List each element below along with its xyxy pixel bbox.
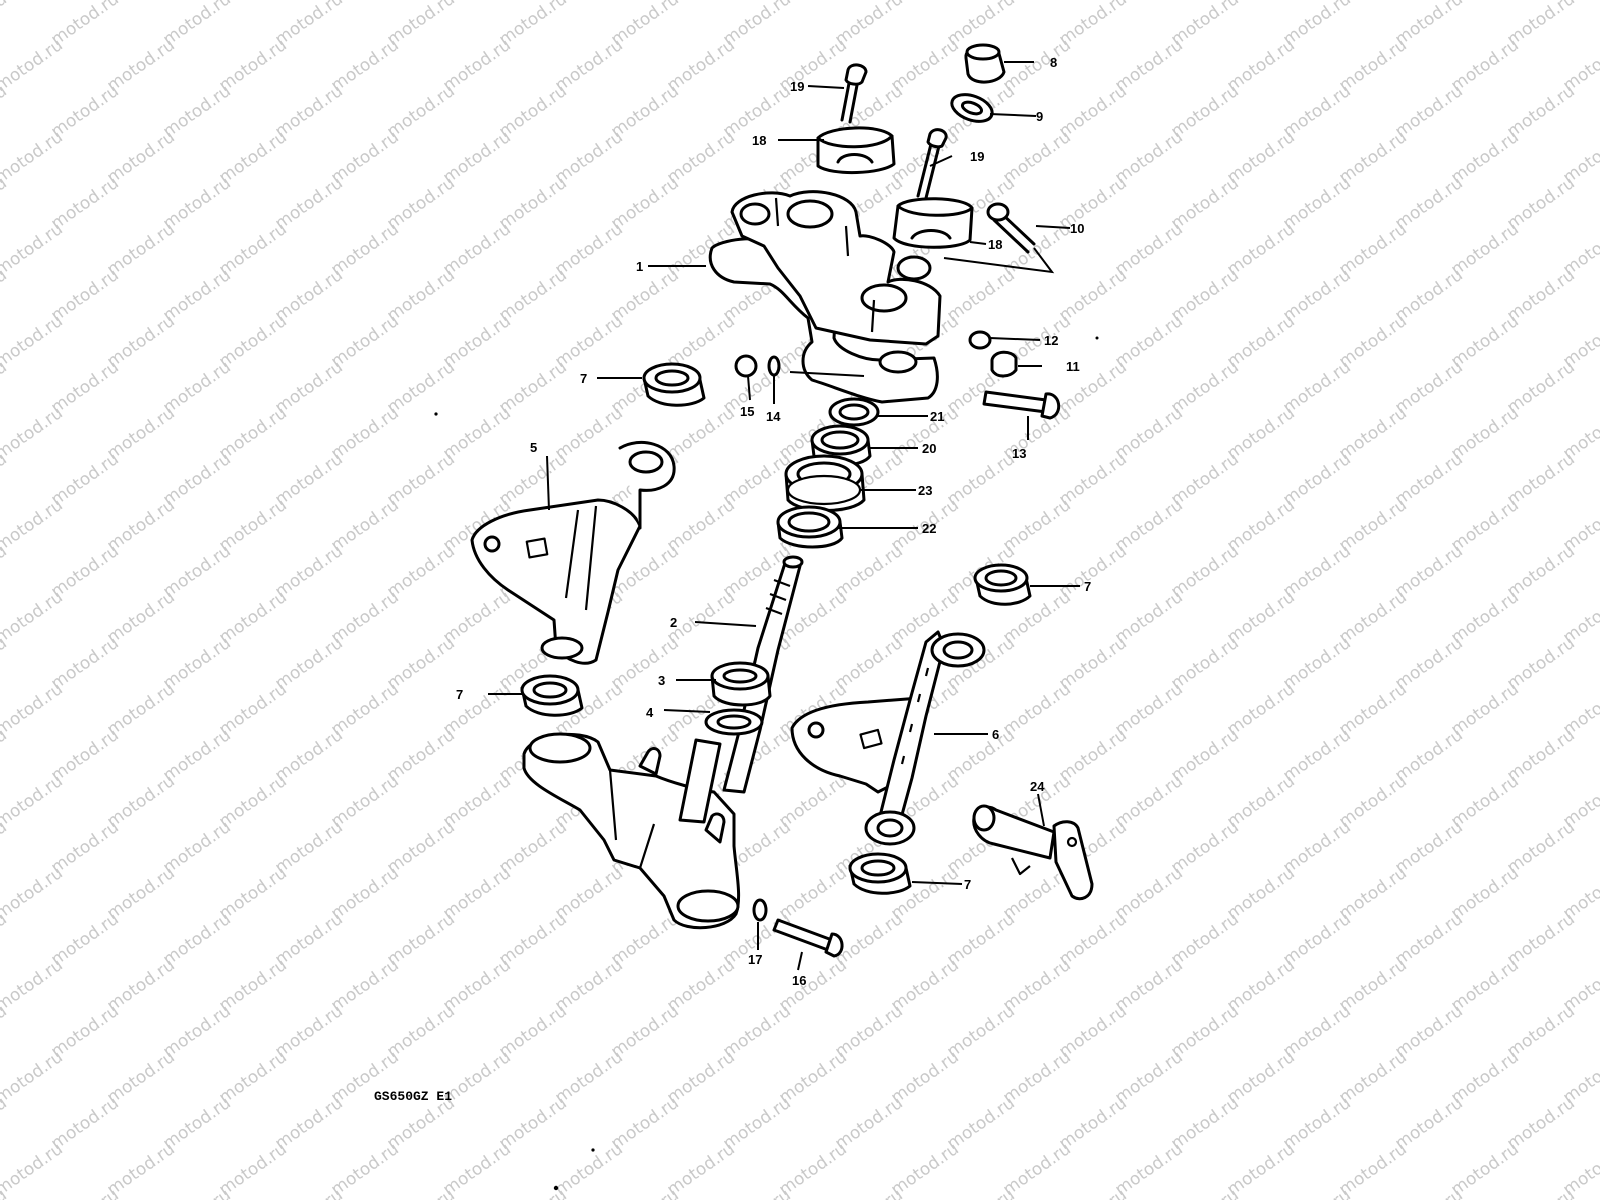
callout-6: 6 bbox=[992, 727, 999, 742]
watermark-text: motod.ru bbox=[495, 1185, 570, 1200]
part-19-bolt-right bbox=[916, 128, 948, 200]
watermark-text: motod.ru bbox=[0, 771, 67, 832]
part-22-seal bbox=[776, 505, 844, 549]
part-6-bracket-right bbox=[790, 630, 986, 846]
callout-1: 1 bbox=[636, 259, 643, 274]
part-7-grommet-c bbox=[520, 674, 584, 717]
watermark-text: motod.ru bbox=[1055, 1185, 1130, 1200]
part-7-grommet-a bbox=[642, 362, 706, 407]
watermark-text: motod.ru bbox=[1167, 1185, 1242, 1200]
watermark-text: motod.ru bbox=[831, 1185, 906, 1200]
callout-17: 17 bbox=[748, 952, 762, 967]
part-18-clamp-right bbox=[892, 197, 974, 249]
watermark-text: motod.ru bbox=[0, 955, 67, 1016]
part-13-bolt bbox=[982, 390, 1061, 420]
part-7-grommet-b bbox=[973, 563, 1032, 606]
part-8-cap-nut bbox=[964, 43, 1006, 84]
watermark-text: motod.ru bbox=[0, 495, 67, 556]
watermark-text: motod.ru bbox=[0, 587, 67, 648]
part-21-ring bbox=[828, 397, 880, 427]
part-7-grommet-d bbox=[848, 852, 912, 895]
part-17-washer bbox=[752, 898, 768, 922]
part-lower-bracket bbox=[522, 732, 741, 930]
part-3-dust-seal bbox=[710, 661, 772, 707]
callout-7c: 7 bbox=[456, 687, 463, 702]
watermark-text: motod.ru bbox=[1391, 1185, 1466, 1200]
callout-14: 14 bbox=[766, 409, 781, 424]
watermark-text: motod.ru bbox=[0, 679, 67, 740]
callout-labels: 1 2 3 4 5 6 7 7 7 7 8 9 10 11 12 13 14 1… bbox=[456, 55, 1091, 988]
watermark-text: motod.ru bbox=[271, 1185, 346, 1200]
part-10-bolt bbox=[986, 202, 1036, 254]
watermark-text: motod.ru bbox=[0, 1139, 67, 1200]
callout-18a: 18 bbox=[752, 133, 766, 148]
callout-20: 20 bbox=[922, 441, 936, 456]
part-15-nut bbox=[734, 354, 758, 378]
watermark-text: motod.ru bbox=[1279, 1185, 1354, 1200]
watermark-text: motod.ru bbox=[943, 1185, 1018, 1200]
scan-specks bbox=[434, 336, 1099, 1191]
guide-line-10 bbox=[943, 247, 1055, 274]
watermark-text: motod.ru bbox=[0, 311, 67, 372]
callout-4: 4 bbox=[646, 705, 654, 720]
callout-16: 16 bbox=[792, 973, 806, 988]
callout-2: 2 bbox=[670, 615, 677, 630]
callout-19b: 19 bbox=[970, 149, 984, 164]
callout-7a: 7 bbox=[580, 371, 587, 386]
leader-lines bbox=[488, 61, 1080, 971]
part-24-steering-lock bbox=[972, 804, 1094, 901]
part-4-washer bbox=[704, 708, 764, 736]
callout-3: 3 bbox=[658, 673, 665, 688]
part-1-upper-bracket bbox=[708, 190, 942, 404]
watermark-text: motod.ru bbox=[159, 1185, 234, 1200]
watermark-text: motod.ru bbox=[0, 35, 67, 96]
callout-15: 15 bbox=[740, 404, 754, 419]
callout-23: 23 bbox=[918, 483, 932, 498]
watermark-text: motod.ru bbox=[0, 0, 11, 50]
part-14-washer bbox=[767, 355, 781, 377]
callout-7d: 7 bbox=[964, 877, 971, 892]
part-9-washer bbox=[950, 93, 994, 123]
part-16-bolt bbox=[772, 918, 844, 958]
callout-7b: 7 bbox=[1084, 579, 1091, 594]
watermark-text: motod.ru bbox=[0, 1047, 67, 1108]
callout-9: 9 bbox=[1036, 109, 1043, 124]
watermark-text: motod.ru bbox=[0, 863, 67, 924]
callout-19a: 19 bbox=[790, 79, 804, 94]
part-19-bolt-left bbox=[840, 63, 868, 124]
callout-10: 10 bbox=[1070, 221, 1084, 236]
watermark-text: motod.ru bbox=[719, 1185, 794, 1200]
watermark-text: motod.ru bbox=[0, 403, 67, 464]
callout-21: 21 bbox=[930, 409, 944, 424]
part-18-clamp-left bbox=[816, 126, 896, 174]
watermark-text: motod.ru bbox=[0, 127, 67, 188]
callout-24: 24 bbox=[1030, 779, 1045, 794]
callout-11: 11 bbox=[1066, 359, 1080, 374]
watermark-text: motod.ru bbox=[607, 1185, 682, 1200]
callout-12: 12 bbox=[1044, 333, 1058, 348]
callout-18b: 18 bbox=[988, 237, 1002, 252]
part-5-bracket-left bbox=[470, 440, 676, 665]
part-12-washer bbox=[968, 330, 992, 350]
callout-8: 8 bbox=[1050, 55, 1057, 70]
watermark-text: motod.ru bbox=[1503, 1185, 1578, 1200]
callout-13: 13 bbox=[1012, 446, 1026, 461]
callout-5: 5 bbox=[530, 440, 537, 455]
part-23-bearing bbox=[784, 454, 866, 512]
watermark-text: motod.ru bbox=[383, 1185, 458, 1200]
watermark-text: motod.ru bbox=[47, 1185, 122, 1200]
watermark-text: motod.ru bbox=[0, 0, 67, 4]
model-code: GS650GZ E1 bbox=[374, 1089, 452, 1104]
part-11-nut bbox=[990, 350, 1018, 378]
watermark-text: motod.ru bbox=[0, 219, 67, 280]
callout-22: 22 bbox=[922, 521, 936, 536]
